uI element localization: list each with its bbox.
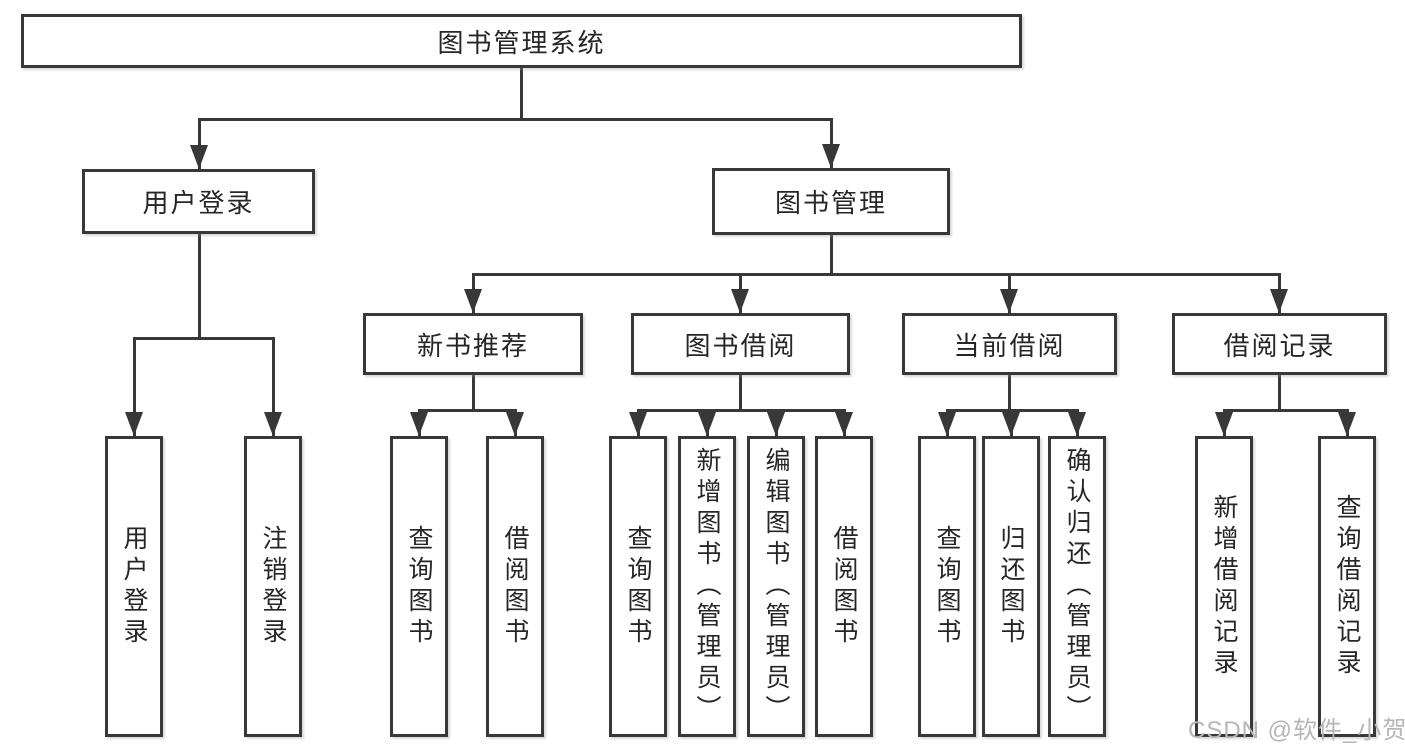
leaf-confirm-return-admin: 确认归还（管理员） xyxy=(1048,436,1106,737)
node-label: 图书借阅 xyxy=(684,330,797,361)
leaf-query-books-recommend: 查询图书 xyxy=(390,436,448,737)
node-label: 借阅图书 xyxy=(501,524,529,649)
arrowhead-icon xyxy=(410,412,428,436)
node-label: 新增借阅记录 xyxy=(1210,493,1238,680)
connector-line xyxy=(830,235,833,273)
arrowhead-icon xyxy=(731,289,749,313)
node-label: 查询图书 xyxy=(405,524,433,649)
node-label: 借阅图书 xyxy=(830,524,858,649)
connector-line xyxy=(472,375,475,409)
connector-line xyxy=(1008,375,1011,409)
arrowhead-icon xyxy=(1338,412,1356,436)
node-book-borrowing: 图书借阅 xyxy=(631,313,850,375)
node-label: 当前借阅 xyxy=(953,330,1066,361)
leaf-add-books-admin: 新增图书（管理员） xyxy=(678,436,736,737)
connector-line xyxy=(272,337,275,436)
arrowhead-icon xyxy=(938,412,956,436)
node-label: 新增图书（管理员） xyxy=(693,447,721,726)
arrowhead-icon xyxy=(264,412,282,436)
leaf-return-books: 归还图书 xyxy=(982,436,1040,737)
arrowhead-icon xyxy=(1068,412,1086,436)
leaf-query-books-current: 查询图书 xyxy=(918,436,976,737)
arrowhead-icon xyxy=(125,412,143,436)
connector-line xyxy=(472,273,1281,276)
node-label: 图书管理系统 xyxy=(437,27,606,58)
arrowhead-icon xyxy=(1002,412,1020,436)
arrowhead-icon xyxy=(629,412,647,436)
connector-line xyxy=(520,67,523,118)
arrowhead-icon xyxy=(190,145,208,169)
connector-line xyxy=(198,118,201,169)
leaf-query-borrow-record: 查询借阅记录 xyxy=(1318,436,1376,737)
node-borrowing-records: 借阅记录 xyxy=(1172,313,1387,375)
leaf-add-borrow-record: 新增借阅记录 xyxy=(1195,436,1253,737)
arrowhead-icon xyxy=(506,412,524,436)
connector-line xyxy=(418,409,517,412)
node-label: 归还图书 xyxy=(997,524,1025,649)
connector-line xyxy=(1223,409,1349,412)
arrowhead-icon xyxy=(1000,289,1018,313)
node-label: 查询图书 xyxy=(933,524,961,649)
node-label: 注销登录 xyxy=(259,524,287,649)
node-label: 用户登录 xyxy=(142,188,255,218)
leaf-borrow-books-borrowing: 借阅图书 xyxy=(815,436,873,737)
node-label: 图书管理 xyxy=(774,188,887,218)
connector-line xyxy=(637,409,846,412)
node-label: 新书推荐 xyxy=(416,330,529,361)
leaf-logout: 注销登录 xyxy=(244,436,302,737)
arrowhead-icon xyxy=(1215,412,1233,436)
node-label: 用户登录 xyxy=(120,524,148,649)
arrowhead-icon xyxy=(835,412,853,436)
connector-line xyxy=(1278,375,1281,409)
arrowhead-icon xyxy=(822,144,840,168)
node-label: 确认归还（管理员） xyxy=(1063,447,1091,726)
connector-line xyxy=(133,337,136,436)
node-new-book-recommend: 新书推荐 xyxy=(363,313,583,375)
node-label: 借阅记录 xyxy=(1223,330,1336,361)
leaf-user-login: 用户登录 xyxy=(105,436,163,737)
node-user-login: 用户登录 xyxy=(82,169,315,234)
leaf-borrow-books-recommend: 借阅图书 xyxy=(486,436,544,737)
node-current-borrowing: 当前借阅 xyxy=(902,313,1117,375)
arrowhead-icon xyxy=(767,412,785,436)
connector-line xyxy=(198,234,201,337)
connector-line xyxy=(830,118,833,168)
node-library-management-system: 图书管理系统 xyxy=(21,14,1022,68)
node-label: 查询借阅记录 xyxy=(1333,493,1361,680)
arrowhead-icon xyxy=(698,412,716,436)
connector-line xyxy=(739,375,742,409)
connector-line xyxy=(133,337,275,340)
leaf-edit-books-admin: 编辑图书（管理员） xyxy=(747,436,805,737)
csdn-watermark: CSDN @软件_小贺同学 xyxy=(1188,717,1405,744)
node-book-management: 图书管理 xyxy=(712,168,950,235)
node-label: 查询图书 xyxy=(624,524,652,649)
leaf-query-books-borrowing: 查询图书 xyxy=(609,436,667,737)
connector-line xyxy=(198,118,833,121)
arrowhead-icon xyxy=(1270,289,1288,313)
node-label: 编辑图书（管理员） xyxy=(762,447,790,726)
arrowhead-icon xyxy=(464,289,482,313)
